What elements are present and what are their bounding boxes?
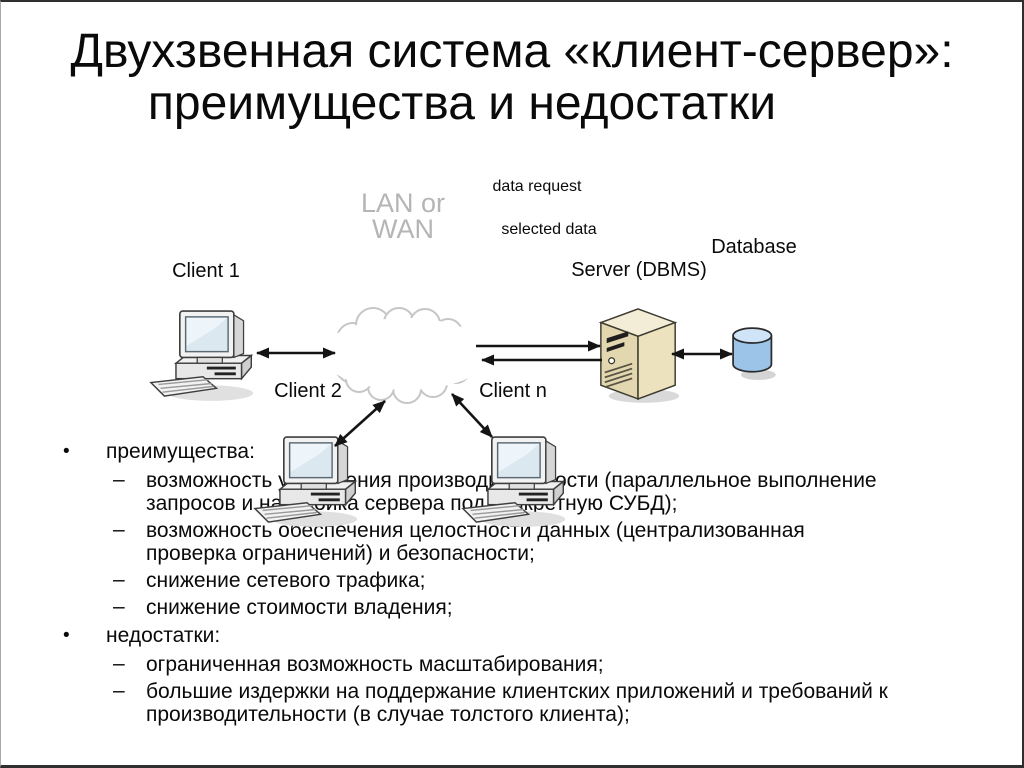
cloud-label: LAN or WAN <box>338 188 468 244</box>
advantage-2-line-2: проверка ограничений) и безопасности; <box>146 542 535 565</box>
advantages-header: преимущества: <box>106 440 255 463</box>
server-label: Server (DBMS) <box>571 259 707 281</box>
cloud-label-line1: LAN or <box>360 188 446 218</box>
clientn-label: Client n <box>479 380 547 402</box>
dash-marker: – <box>113 568 125 591</box>
cloud-icon <box>322 307 490 404</box>
bullet-marker: • <box>63 441 70 462</box>
dash-marker: – <box>113 518 125 541</box>
dash-marker: – <box>113 679 125 702</box>
list-item: – ограниченная возможность масштабирован… <box>1 652 1001 676</box>
arrow-cloud-clientn <box>451 393 493 438</box>
disadvantage-2-line-2: производительности (в случае толстого кл… <box>146 703 630 726</box>
connection-arrows <box>256 340 733 447</box>
dash-marker: – <box>113 595 125 618</box>
list-item: – большие издержки на поддержание клиент… <box>1 679 1001 726</box>
client-server-diagram <box>1 147 1022 529</box>
database-label: Database <box>711 236 797 258</box>
client1-label: Client 1 <box>172 260 240 282</box>
list-item: • преимущества: <box>1 440 1001 463</box>
advantage-4: снижение стоимости владения; <box>146 596 453 619</box>
list-item: – снижение стоимости владения; <box>1 595 1001 619</box>
list-item: – возможность обеспечения целостности да… <box>1 518 1001 565</box>
dash-marker: – <box>113 468 125 491</box>
cloud-label-line2: WAN <box>372 214 434 244</box>
client2-label: Client 2 <box>274 380 342 402</box>
list-item: – снижение сетевого трафика; <box>1 568 1001 592</box>
dash-marker: – <box>113 652 125 675</box>
bullet-list: • преимущества: – возможность увеличения… <box>1 435 1001 730</box>
title-line-2: преимущества и недостатки <box>147 77 777 130</box>
selected-data-label: selected data <box>501 221 597 238</box>
arrow-cloud-client2 <box>334 400 386 447</box>
slide-title: Двухзвенная система «клиент-сервер»: пре… <box>1 25 1022 130</box>
network-cloud-and-arrows <box>256 307 733 447</box>
list-item: • недостатки: <box>1 624 1001 647</box>
bullet-marker: • <box>63 625 70 646</box>
data-request-label: data request <box>492 178 582 195</box>
disadvantage-2-line-1: большие издержки на поддержание клиентск… <box>146 680 888 703</box>
disadvantages-header: недостатки: <box>106 624 221 647</box>
title-line-1: Двухзвенная система «клиент-сервер»: <box>70 25 954 78</box>
disadvantage-1: ограниченная возможность масштабирования… <box>146 653 604 676</box>
advantage-3: снижение сетевого трафика; <box>146 569 426 592</box>
